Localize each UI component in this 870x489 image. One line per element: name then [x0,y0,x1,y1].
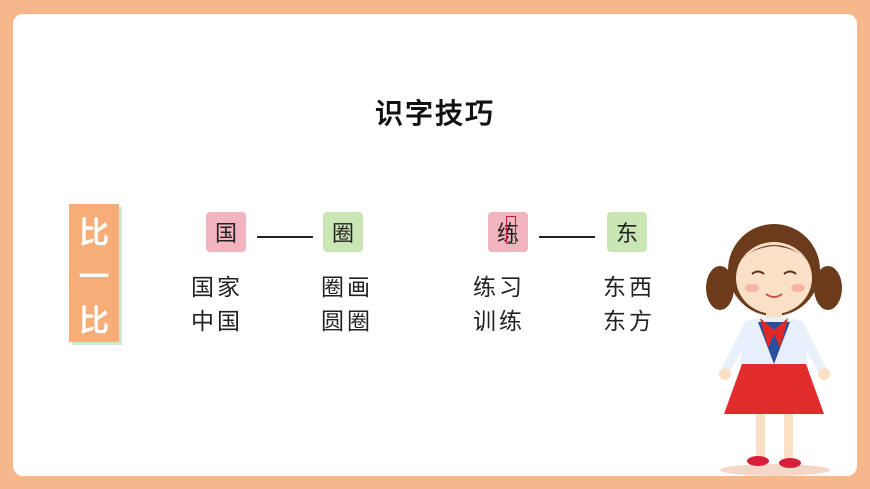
connector-dash [257,236,313,238]
word: 中国 [191,309,243,335]
word: 圆圈 [321,309,373,335]
connector-dash [539,236,595,238]
tag-char: 比 [79,304,109,339]
word: 圈画 [321,275,373,301]
word-group-dong: 东西 东方 [603,271,655,339]
char-box-dong: 东 [607,212,647,252]
tag-char: 一 [79,260,109,295]
slide-title: 识字技巧 [374,97,495,130]
compare-tag: 比 一 比 [69,204,119,342]
word-group-quan: 圈画 圆圈 [321,271,373,339]
word-group-lian: 练习 训练 [473,271,525,339]
word-group-guo: 国家 中国 [191,271,243,339]
word: 国家 [191,275,243,301]
radical-highlight [506,216,516,244]
slide-card: 识字技巧 比 一 比 国 圈 国家 中国 圈画 圆圈 练 东 练习 训练 东西 … [13,14,857,476]
char-box-guo: 国 [206,212,246,252]
char-quan: 圈 [331,222,354,247]
word: 东西 [603,275,655,301]
char-box-quan: 圈 [323,212,363,252]
char-box-lian: 练 [488,212,528,252]
char-dong: 东 [615,222,638,247]
tag-char: 比 [79,216,109,251]
word: 训练 [473,309,525,335]
girl-illustration [706,224,842,476]
word: 练习 [473,275,525,301]
char-lian: 练 [496,222,519,247]
word: 东方 [603,309,655,335]
char-guo: 国 [214,222,237,247]
